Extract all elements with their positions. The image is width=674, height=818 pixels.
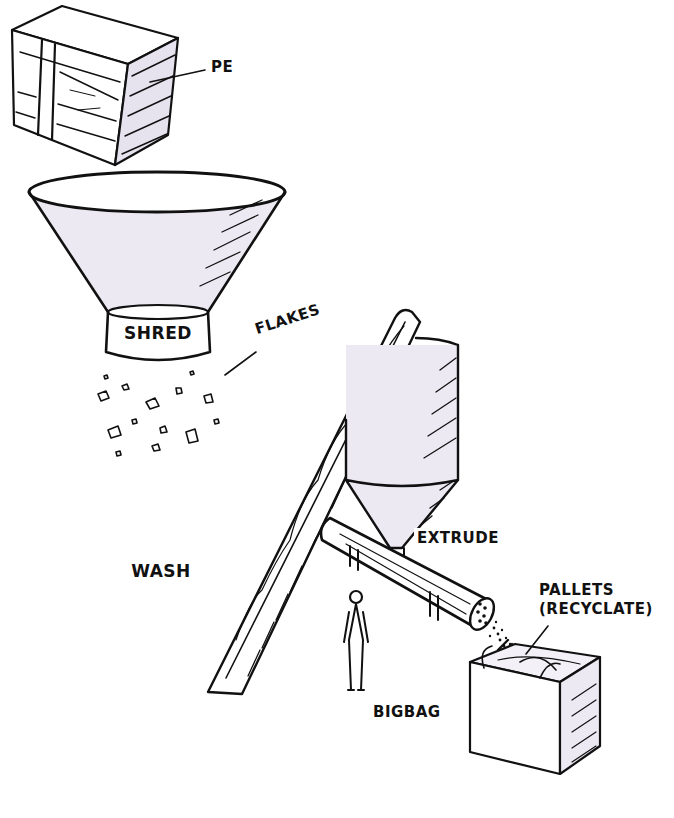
part-label: EXTRUDE <box>414 528 502 549</box>
part-label: BIGBAG <box>370 702 444 723</box>
stage-name: WASH <box>129 561 193 581</box>
part-label: FLAKES <box>250 298 326 340</box>
part-label: PALLETS (RECYCLATE) <box>536 580 668 620</box>
part-label: PE <box>208 57 236 78</box>
shred-stage: SHRED <box>116 321 200 345</box>
stage-name: SHRED <box>122 323 194 343</box>
wash-tank: WASH <box>123 559 199 583</box>
